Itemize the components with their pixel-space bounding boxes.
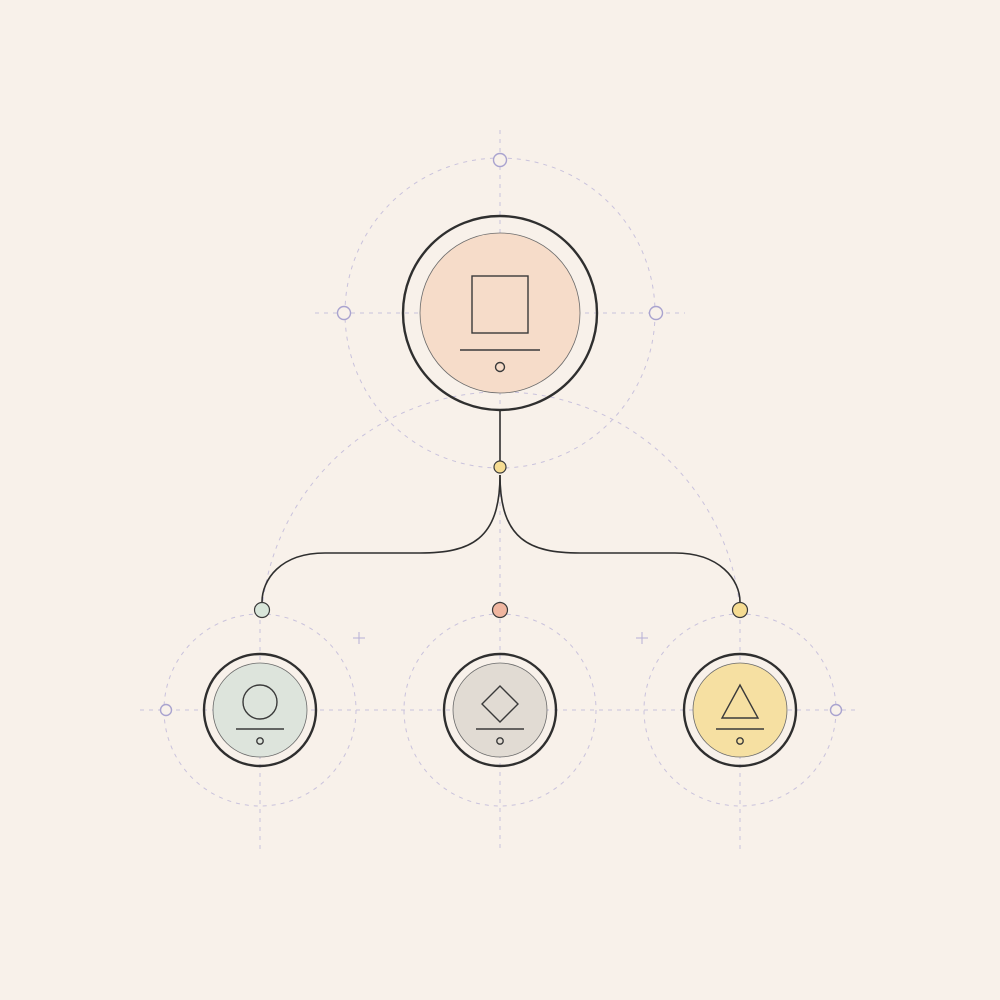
child-3-right-anchor (829, 703, 843, 717)
child-3-inner-disc (692, 662, 788, 758)
root-top-anchor (492, 152, 508, 168)
child-3-connector-dot (731, 601, 749, 619)
plus-marker-left (353, 632, 365, 644)
root-node[interactable] (401, 214, 599, 412)
root-inner-disc (419, 232, 581, 394)
diamond-icon (481, 685, 519, 723)
square-icon (471, 275, 529, 334)
root-left-anchor (336, 305, 352, 321)
connector-to-child-3 (499, 474, 741, 603)
circle-icon (242, 684, 278, 720)
child-1-inner-disc (212, 662, 308, 758)
child-2-connector-dot (491, 601, 509, 619)
child-1-left-anchor (159, 703, 173, 717)
child-2-marker-dot (496, 737, 504, 745)
connector-to-child-1 (261, 474, 501, 603)
child-2-outer-ring (442, 652, 558, 768)
child-1-marker-dot (256, 737, 264, 745)
root-marker-dot (494, 361, 506, 373)
triangle-icon (720, 683, 760, 719)
child-node-diamond[interactable] (442, 652, 558, 768)
child-1-connector-dot (253, 601, 271, 619)
child-node-triangle[interactable] (682, 652, 798, 768)
child-3-outer-ring (682, 652, 798, 768)
plus-marker-right (636, 632, 648, 644)
junction-dot (493, 460, 507, 474)
connectors (261, 410, 741, 603)
child-2-inner-disc (452, 662, 548, 758)
child-1-outer-ring (202, 652, 318, 768)
root-outer-ring (401, 214, 599, 412)
children-guide-arc (261, 391, 741, 611)
root-right-anchor (648, 305, 664, 321)
child-3-marker-dot (736, 737, 744, 745)
child-node-circle[interactable] (202, 652, 318, 768)
